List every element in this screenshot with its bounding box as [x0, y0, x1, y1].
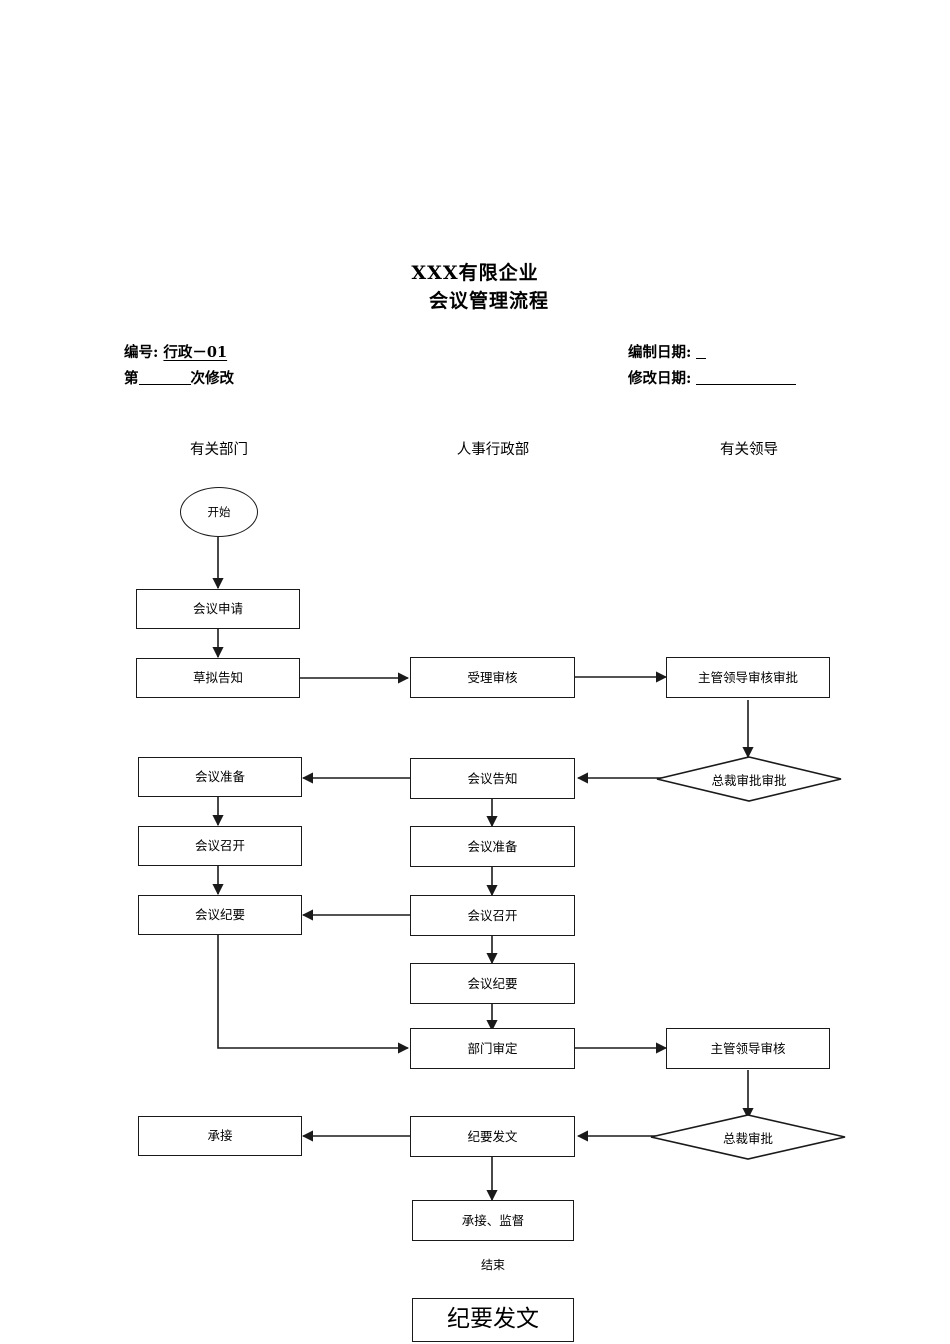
document-number-label: 编号: [124, 344, 159, 361]
node-ceo-approve-1-label: 总裁审批审批 [711, 772, 787, 788]
node-undertake-supervise[interactable]: 承接、监督 [412, 1200, 574, 1241]
lane-header-dept: 有关部门 [190, 442, 248, 458]
document-number-row: 编号: 行政－01 [124, 341, 227, 362]
node-issue-minutes-label: 纪要发文 [467, 1128, 518, 1144]
revision-count-row: 第 次修改 [124, 367, 234, 388]
document-number-value: 行政－01 [163, 344, 228, 361]
revision-count-blank [138, 384, 191, 385]
node-start[interactable]: 开始 [180, 487, 258, 537]
node-mgr-review-approve-label: 主管领导审核审批 [697, 669, 798, 685]
revision-prefix: 第 [124, 370, 139, 387]
node-minutes-hr[interactable]: 会议纪要 [410, 963, 575, 1004]
node-ceo-approve-1[interactable]: 总裁审批审批 [656, 756, 842, 802]
node-minutes-hr-label: 会议纪要 [467, 975, 518, 991]
node-draft-notice-label: 草拟告知 [192, 670, 243, 686]
node-accept-review-label: 受理审核 [467, 669, 518, 685]
lane-header-leader: 有关领导 [720, 442, 778, 458]
node-mgr-review-2-label: 主管领导审核 [710, 1040, 786, 1056]
node-prepare-hr-label: 会议准备 [467, 838, 518, 854]
created-date-blank [696, 358, 707, 359]
diamond-shape-1 [656, 756, 842, 802]
node-undertake-label: 承接 [207, 1128, 233, 1144]
node-draft-notice[interactable]: 草拟告知 [136, 658, 300, 698]
node-start-label: 开始 [207, 505, 231, 519]
node-minutes-dept[interactable]: 会议纪要 [138, 895, 302, 935]
modified-date-blank [696, 384, 797, 385]
node-mgr-review-2[interactable]: 主管领导审核 [666, 1028, 830, 1069]
diamond-shape-2 [650, 1114, 846, 1160]
node-undertake[interactable]: 承接 [138, 1116, 302, 1156]
node-hold-hr-label: 会议召开 [467, 907, 518, 923]
node-prepare-dept-label: 会议准备 [194, 769, 245, 785]
node-ceo-approve-2[interactable]: 总裁审批 [650, 1114, 846, 1160]
node-dept-finalize[interactable]: 部门审定 [410, 1028, 575, 1069]
node-hold-dept-label: 会议召开 [194, 838, 245, 854]
node-prepare-dept[interactable]: 会议准备 [138, 757, 302, 797]
node-meeting-notice-label: 会议告知 [467, 770, 518, 786]
node-meeting-notice[interactable]: 会议告知 [410, 758, 575, 799]
node-meeting-apply-label: 会议申请 [192, 601, 243, 617]
created-date-row: 编制日期: [628, 341, 707, 362]
node-hold-dept[interactable]: 会议召开 [138, 826, 302, 866]
node-prepare-hr[interactable]: 会议准备 [410, 826, 575, 867]
node-end-label: 结束 [480, 1258, 505, 1272]
node-issue-minutes-big-label: 纪要发文 [447, 1306, 539, 1333]
node-issue-minutes-big[interactable]: 纪要发文 [412, 1298, 574, 1342]
node-mgr-review-approve[interactable]: 主管领导审核审批 [666, 657, 830, 698]
node-issue-minutes[interactable]: 纪要发文 [410, 1116, 575, 1157]
document-title-line2: 会议管理流程 [428, 290, 549, 312]
lane-header-hr: 人事行政部 [456, 442, 530, 458]
created-date-label: 编制日期: [628, 344, 692, 361]
node-undertake-supervise-label: 承接、监督 [461, 1212, 525, 1228]
modified-date-row: 修改日期: [628, 367, 797, 388]
document-title-line1: XXX有限企业 [411, 262, 539, 284]
node-accept-review[interactable]: 受理审核 [410, 657, 575, 698]
node-dept-finalize-label: 部门审定 [467, 1040, 518, 1056]
revision-suffix: 次修改 [190, 370, 235, 387]
node-hold-hr[interactable]: 会议召开 [410, 895, 575, 936]
node-minutes-dept-label: 会议纪要 [194, 907, 245, 923]
node-ceo-approve-2-label: 总裁审批 [722, 1130, 773, 1146]
modified-date-label: 修改日期: [628, 370, 692, 387]
node-meeting-apply[interactable]: 会议申请 [136, 589, 300, 629]
